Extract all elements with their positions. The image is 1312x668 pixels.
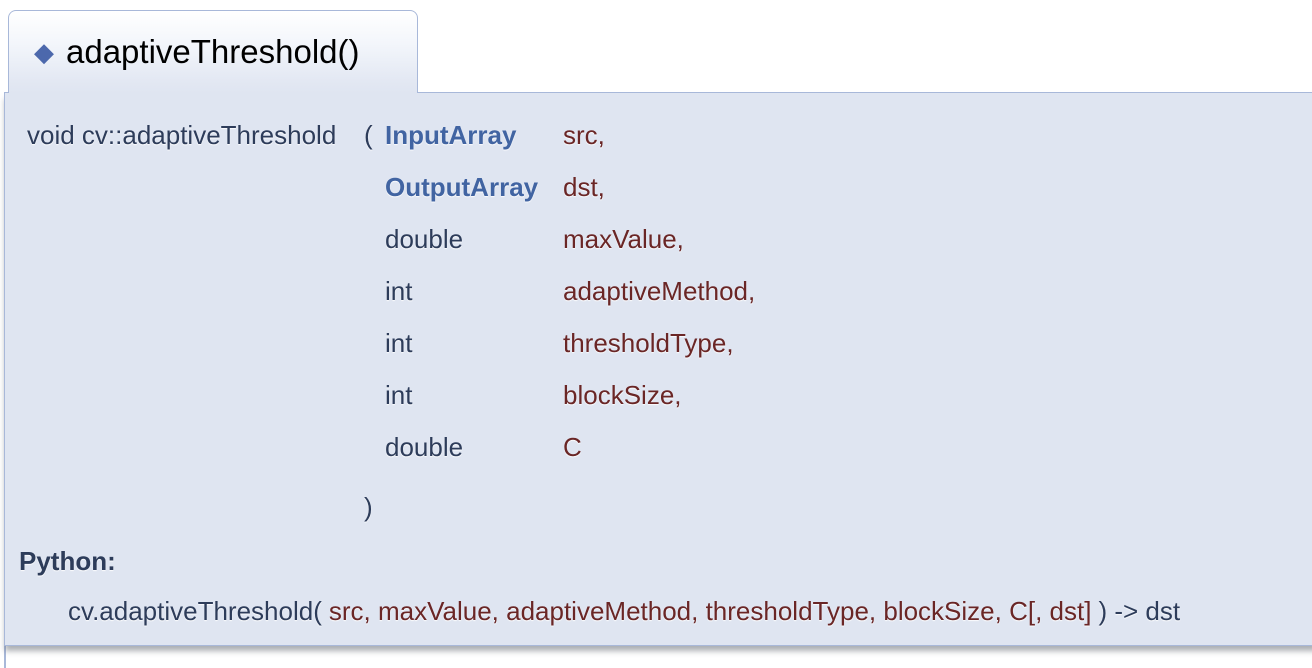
param-name: thresholdType, <box>563 327 734 358</box>
param-name: blockSize, <box>563 379 682 410</box>
python-arguments: src, maxValue, adaptiveMethod, threshold… <box>328 596 1092 626</box>
signature-row: double C <box>27 421 1312 473</box>
param-type-link-inputarray[interactable]: InputArray <box>385 119 517 150</box>
signature-row: void cv::adaptiveThreshold ( InputArray … <box>27 109 1312 161</box>
anchor-diamond-icon[interactable]: ◆ <box>34 37 54 67</box>
param-type: double <box>385 223 464 254</box>
function-prototype-panel: void cv::adaptiveThreshold ( InputArray … <box>4 92 1312 646</box>
signature-row: int blockSize, <box>27 369 1312 421</box>
close-paren: ) <box>364 491 373 522</box>
param-type: int <box>385 327 413 358</box>
param-name: C <box>563 431 582 462</box>
next-item-left-border <box>4 646 6 668</box>
open-paren: ( <box>364 119 373 150</box>
signature-table: void cv::adaptiveThreshold ( InputArray … <box>5 93 1312 533</box>
param-type: double <box>385 431 464 462</box>
signature-row: double maxValue, <box>27 213 1312 265</box>
signature-row: int adaptiveMethod, <box>27 265 1312 317</box>
param-name: src, <box>563 119 605 150</box>
signature-row: ) <box>27 481 1312 533</box>
python-signature: cv.adaptiveThreshold(src, maxValue, adap… <box>68 597 1312 625</box>
param-type: int <box>385 379 413 410</box>
param-name: maxValue, <box>563 223 684 254</box>
param-type: int <box>385 275 413 306</box>
function-return-and-name: void cv::adaptiveThreshold <box>27 119 337 150</box>
param-type-link-outputarray[interactable]: OutputArray <box>385 171 539 202</box>
param-name: adaptiveMethod, <box>563 275 756 306</box>
signature-row: OutputArray dst, <box>27 161 1312 213</box>
signature-row: int thresholdType, <box>27 317 1312 369</box>
python-call-prefix: cv.adaptiveThreshold( <box>68 596 322 626</box>
python-call-suffix: ) -> dst <box>1098 596 1181 626</box>
member-title: adaptiveThreshold() <box>66 33 360 70</box>
member-title-tab: ◆ adaptiveThreshold() <box>8 10 418 93</box>
param-name: dst, <box>563 171 605 202</box>
python-section-label: Python: <box>19 546 116 576</box>
